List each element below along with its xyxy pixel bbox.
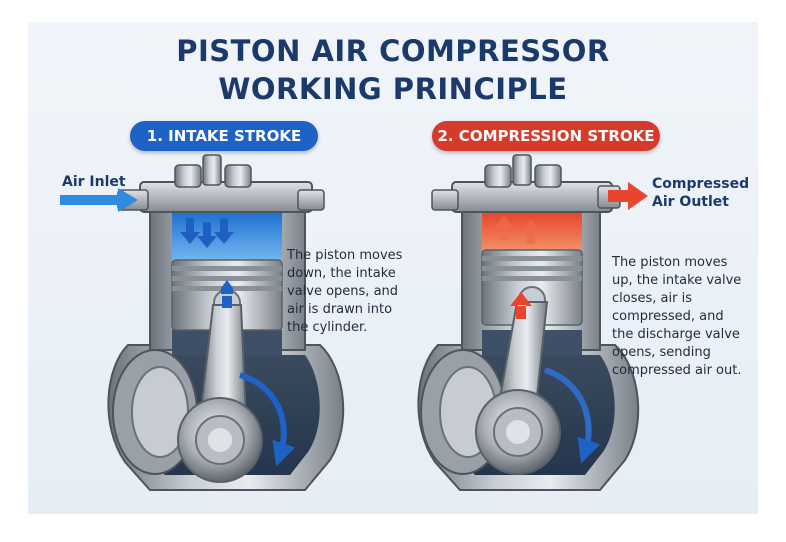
compressed-air-outlet-label-2: Air Outlet <box>652 194 729 210</box>
intake-stroke-label: 1. INTAKE STROKE <box>130 121 318 151</box>
compressed-air-outlet-label-1: Compressed <box>652 176 750 192</box>
compression-description: The piston moves up, the intake valve cl… <box>612 255 742 378</box>
intake-compressor <box>60 154 345 491</box>
compression-cylinder-head <box>451 181 613 213</box>
title-line-1: PISTON AIR COMPRESSOR <box>176 34 610 68</box>
compression-rotation-arrow <box>543 367 601 464</box>
air-inlet-label: Air Inlet <box>62 174 126 190</box>
intake-downflow-arrows <box>180 218 234 248</box>
compression-piston-arrow <box>510 292 532 319</box>
intake-description: The piston moves down, the intake valve … <box>287 248 403 335</box>
title-line-2: WORKING PRINCIPLE <box>218 72 568 106</box>
compression-compressor <box>417 154 648 491</box>
intake-stroke-text: 1. INTAKE STROKE <box>146 127 302 145</box>
air-outlet-arrow <box>608 182 648 210</box>
compression-piston <box>481 249 583 326</box>
intake-piston-arrow <box>221 280 233 308</box>
compression-upflow-arrows <box>494 216 541 244</box>
air-inlet-arrow <box>60 188 138 212</box>
intake-rotation-arrow <box>239 372 296 467</box>
compression-stroke-text: 2. COMPRESSION STROKE <box>437 127 655 145</box>
compression-stroke-label: 2. COMPRESSION STROKE <box>432 121 660 151</box>
